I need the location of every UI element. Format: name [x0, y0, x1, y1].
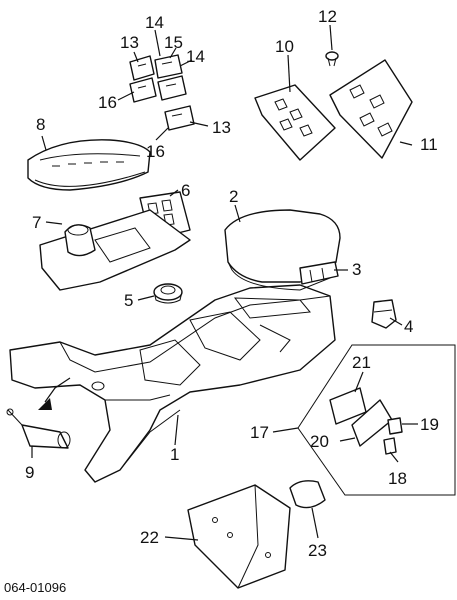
callout-10: 10: [275, 37, 294, 56]
callout-6: 6: [181, 181, 190, 200]
callout-14-right: 14: [186, 47, 205, 66]
console-body: [9, 284, 336, 483]
sub-assembly-box: [297, 344, 456, 496]
callout-11: 11: [420, 135, 438, 154]
callouts: 1 2 3 4 5 6 7 8 9 10 11 12 13 13 14 14 1…: [25, 7, 439, 560]
pad: [289, 480, 326, 509]
callout-14-top: 14: [145, 13, 164, 32]
leader-lines: [31, 24, 418, 541]
bracket: [187, 484, 291, 589]
shifter-bezel: [39, 209, 191, 291]
mounting-plate-11: [329, 59, 413, 159]
callout-1: 1: [170, 445, 179, 464]
callout-18: 18: [388, 469, 407, 488]
callout-2: 2: [229, 187, 238, 206]
callout-5: 5: [124, 291, 133, 310]
callout-7: 7: [32, 213, 41, 232]
callout-17: 17: [250, 423, 269, 442]
callout-12: 12: [318, 7, 337, 26]
callout-19: 19: [420, 415, 439, 434]
hinge-bracket: [299, 261, 339, 285]
armrest-lid: [224, 209, 341, 291]
grommet: [153, 283, 183, 304]
callout-3: 3: [352, 260, 361, 279]
retaining-clip: [371, 299, 397, 329]
callout-16-bottom: 16: [146, 142, 165, 161]
screw: [325, 51, 339, 67]
lighter-socket: [6, 408, 71, 449]
callout-21: 21: [352, 353, 371, 372]
switch-cluster: [129, 54, 195, 131]
callout-15: 15: [164, 33, 183, 52]
callout-13-top: 13: [120, 33, 139, 52]
callout-4: 4: [404, 317, 413, 336]
callout-9: 9: [25, 463, 34, 482]
callout-20: 20: [310, 432, 329, 451]
display-panel: [27, 139, 151, 191]
callout-16-left: 16: [98, 93, 117, 112]
reference-code: 064-01096: [4, 580, 66, 595]
mounting-plate-10: [254, 84, 336, 161]
callout-8: 8: [36, 115, 45, 134]
callout-22: 22: [140, 528, 159, 547]
callout-23: 23: [308, 541, 327, 560]
callout-13-bottom: 13: [212, 118, 231, 137]
